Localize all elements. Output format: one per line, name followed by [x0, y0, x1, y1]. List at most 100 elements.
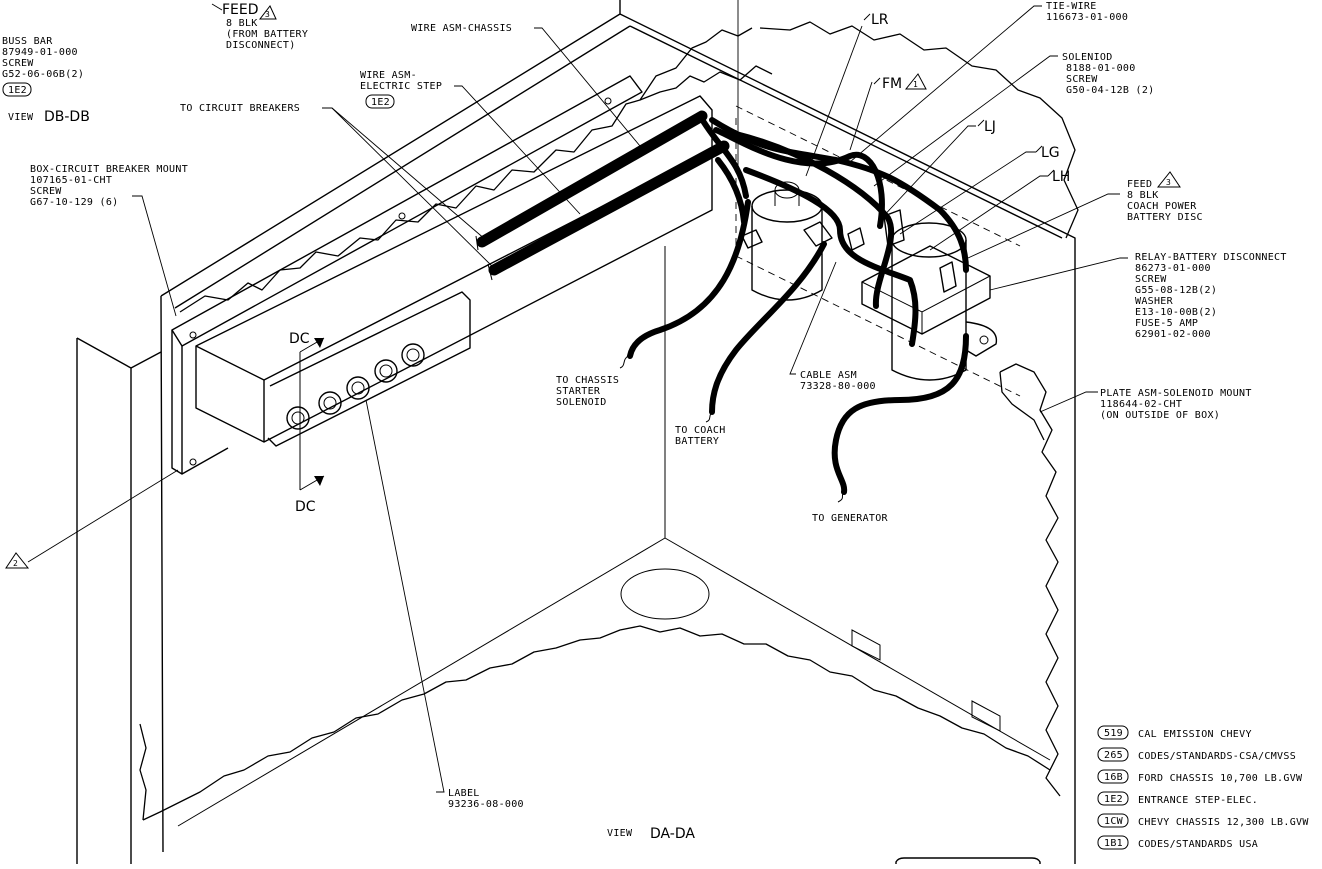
callout-cable-asm: CABLE ASM 73328-80-000: [800, 370, 876, 392]
feed-right-line: COACH POWER: [1127, 201, 1197, 212]
legend-text: CODES/STANDARDS-CSA/CMVSS: [1138, 751, 1296, 762]
legend-code: 16B: [1104, 772, 1123, 783]
solenoid-line: G50-04-12B (2): [1066, 85, 1155, 96]
note-flag: 1: [904, 73, 927, 90]
callout-feed-right: FEED 3 8 BLK COACH POWER BATTERY DISC: [1127, 171, 1203, 223]
legend-code: 519: [1104, 728, 1123, 739]
section-marker-bottom: DC: [295, 499, 316, 515]
wire-step-line: ELECTRIC STEP: [360, 81, 442, 92]
note-flag-2: 2: [5, 552, 30, 569]
wire-step-line: WIRE ASM-: [360, 70, 417, 81]
callout-relay: RELAY-BATTERY DISCONNECT 86273-01-000 SC…: [1135, 252, 1287, 340]
legend-text: ENTRANCE STEP-ELEC.: [1138, 795, 1258, 806]
legend-row: 519 CAL EMISSION CHEVY: [1097, 725, 1252, 740]
to-starter-line: STARTER: [556, 386, 601, 397]
feed-top-line: DISCONNECT): [226, 40, 296, 51]
wire-tag-lh: LH: [1047, 169, 1070, 185]
to-breakers-line: TO CIRCUIT BREAKERS: [180, 103, 300, 114]
to-starter-line: TO CHASSIS: [556, 375, 619, 386]
callout-box-mount: BOX-CIRCUIT BREAKER MOUNT 107165-01-CHT …: [30, 164, 188, 208]
svg-text:LH: LH: [1052, 169, 1070, 185]
cable-asm-line: 73328-80-000: [800, 381, 876, 392]
to-generator-line: TO GENERATOR: [812, 513, 889, 524]
svg-text:FM: FM: [882, 76, 902, 92]
box-mount-line: G67-10-129 (6): [30, 197, 119, 208]
circuit-breaker[interactable]: [286, 406, 310, 430]
relay-line: E13-10-00B(2): [1135, 307, 1217, 318]
wire-tag-lr: LR: [863, 12, 889, 28]
solenoid-line: 8188-01-000: [1066, 63, 1136, 74]
relay-battery-disconnect[interactable]: [803, 209, 998, 381]
feed-right-line: BATTERY DISC: [1127, 212, 1203, 223]
box-outline: [76, 0, 1076, 864]
callout-to-breakers: TO CIRCUIT BREAKERS: [180, 103, 300, 114]
callout-to-generator: TO GENERATOR: [812, 513, 889, 524]
note-flag: 3: [1156, 171, 1181, 188]
circuit-breaker[interactable]: [374, 359, 398, 383]
plate-line: PLATE ASM-SOLENOID MOUNT: [1100, 388, 1252, 399]
view-da-name: DA-DA: [650, 826, 695, 842]
box-mount-line: 107165-01-CHT: [30, 175, 112, 186]
legend-text: CAL EMISSION CHEVY: [1138, 729, 1252, 740]
circuit-breaker[interactable]: [318, 391, 342, 415]
view-da-prefix: VIEW: [607, 828, 633, 839]
svg-text:1: 1: [913, 80, 918, 89]
label-part-line: LABEL: [448, 788, 480, 799]
wire-harness: [619, 113, 969, 503]
svg-text:LG: LG: [1041, 145, 1060, 161]
view-db-prefix: VIEW: [8, 112, 34, 123]
feed-top-line: (FROM BATTERY: [226, 29, 308, 40]
legend-text: FORD CHASSIS 10,700 LB.GVW: [1138, 773, 1303, 784]
tie-wire-line: 116673-01-000: [1046, 12, 1128, 23]
circuit-breaker-box: [171, 75, 713, 475]
callout-solenoid: SOLENIOD 8188-01-000 SCREW G50-04-12B (2…: [1062, 52, 1155, 96]
svg-text:2: 2: [13, 559, 18, 568]
callout-wire-chassis: WIRE ASM-CHASSIS: [411, 23, 512, 34]
callout-to-battery: TO COACH BATTERY: [675, 425, 725, 447]
legend-row: 1E2 ENTRANCE STEP-ELEC.: [1097, 791, 1258, 806]
tie-wire-line: TIE-WIRE: [1046, 1, 1097, 12]
callout-to-starter: TO CHASSIS STARTER SOLENOID: [556, 375, 619, 408]
legend-row: 16B FORD CHASSIS 10,700 LB.GVW: [1097, 769, 1303, 784]
callout-plate: PLATE ASM-SOLENOID MOUNT 118644-02-CHT (…: [1100, 388, 1252, 421]
view-da-title: VIEW DA-DA: [607, 826, 695, 842]
label-part-line: 93236-08-000: [448, 799, 524, 810]
circuit-breaker-row: [286, 343, 425, 430]
plate-line: (ON OUTSIDE OF BOX): [1100, 410, 1220, 421]
wire-bundle-chassis: [475, 110, 730, 281]
svg-text:LR: LR: [871, 12, 889, 28]
feed-right-title: FEED: [1127, 179, 1152, 190]
callout-label-part: LABEL 93236-08-000: [448, 788, 524, 810]
circuit-breaker[interactable]: [346, 376, 370, 400]
relay-line: WASHER: [1135, 296, 1174, 307]
legend-code: 1E2: [1104, 794, 1123, 805]
title-block-edge: [895, 857, 1041, 864]
to-starter-line: SOLENOID: [556, 397, 607, 408]
solenoid-line: SOLENIOD: [1062, 52, 1113, 63]
circuit-breaker[interactable]: [401, 343, 425, 367]
relay-line: SCREW: [1135, 274, 1167, 285]
section-marker-top: DC: [289, 331, 310, 347]
option-code-legend: 519 CAL EMISSION CHEVY 265 CODES/STANDAR…: [1097, 725, 1309, 850]
cutaway-edges: [139, 21, 1079, 821]
buss-bar-line: 87949-01-000: [2, 47, 78, 58]
legend-text: CODES/STANDARDS USA: [1138, 839, 1258, 850]
relay-line: G55-08-12B(2): [1135, 285, 1217, 296]
cable-asm-line: CABLE ASM: [800, 370, 857, 381]
wire-tag-fm: FM 1: [873, 73, 927, 92]
legend-code: 1B1: [1104, 838, 1123, 849]
wire-tag-lj: LJ: [977, 119, 996, 135]
feed-right-line: 8 BLK: [1127, 190, 1159, 201]
box-mount-line: BOX-CIRCUIT BREAKER MOUNT: [30, 164, 188, 175]
relay-line: 62901-02-000: [1135, 329, 1211, 340]
relay-line: RELAY-BATTERY DISCONNECT: [1135, 252, 1287, 263]
to-battery-line: BATTERY: [675, 436, 719, 447]
svg-text:3: 3: [265, 10, 270, 19]
legend-row: 265 CODES/STANDARDS-CSA/CMVSS: [1097, 747, 1296, 762]
option-code-badge: 1E2: [2, 82, 32, 97]
svg-text:1E2: 1E2: [371, 97, 390, 108]
legend-text: CHEVY CHASSIS 12,300 LB.GVW: [1138, 817, 1309, 828]
wire-tag-lg: LG: [1035, 145, 1060, 161]
view-db-name: DB-DB: [44, 109, 90, 125]
